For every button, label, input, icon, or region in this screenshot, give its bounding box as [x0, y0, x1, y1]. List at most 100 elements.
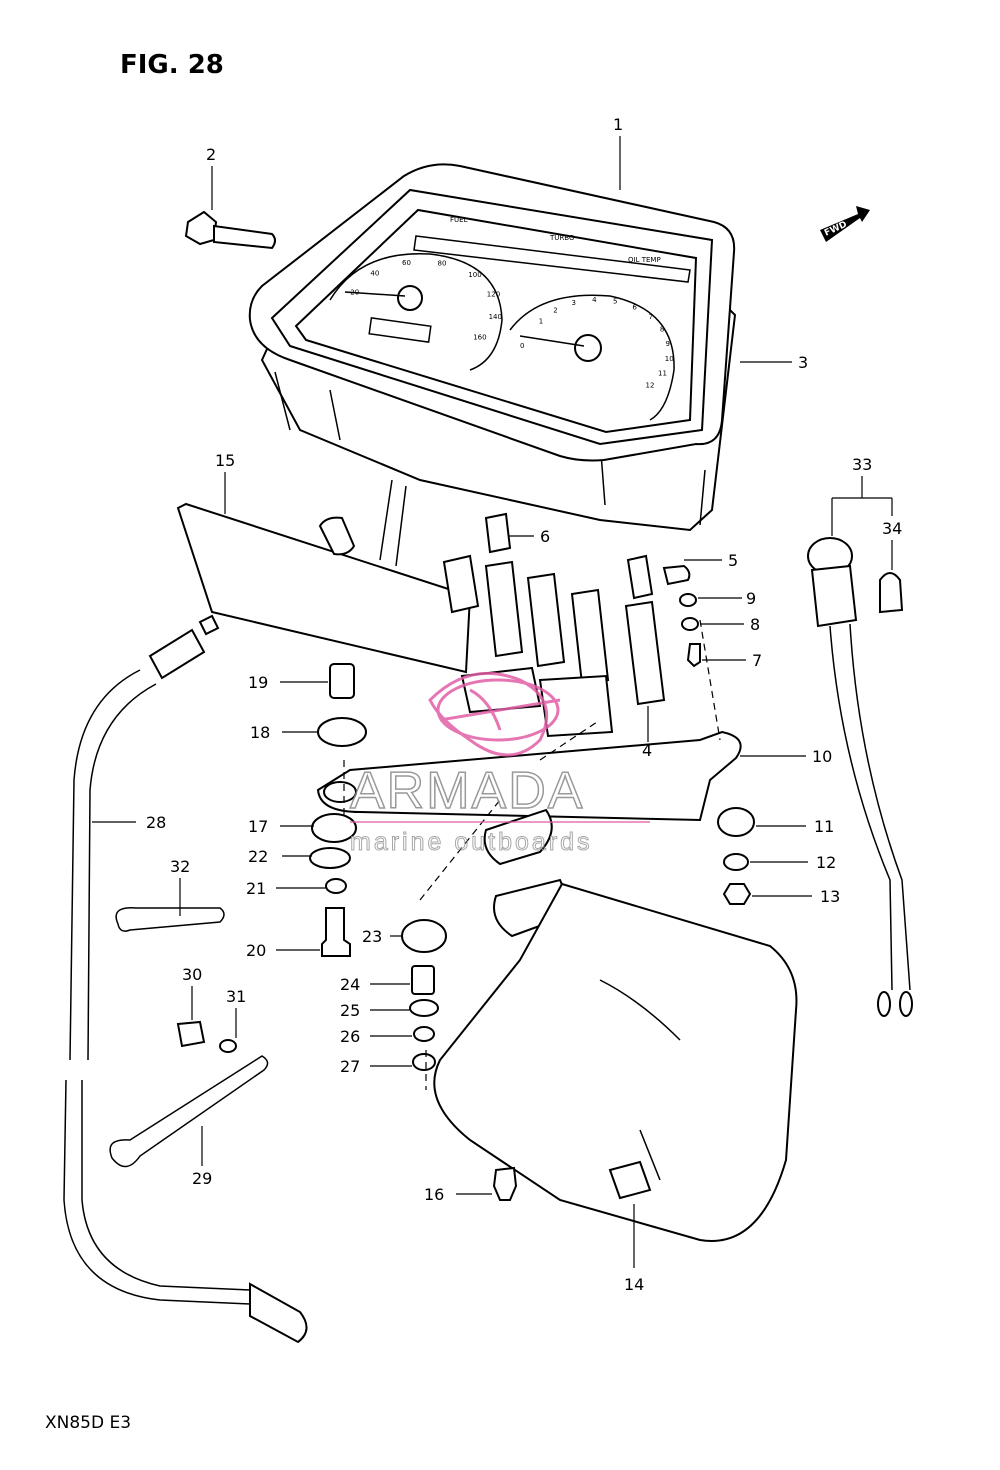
callout-10: 10 — [812, 747, 832, 766]
lock-washer-part — [681, 617, 699, 631]
spring-washer-center-part — [413, 1026, 435, 1042]
callout-26: 26 — [340, 1027, 360, 1046]
meter-assembly-part: FUEL TURBO OIL TEMP — [248, 163, 737, 532]
meter-lower-cover-part — [433, 882, 798, 1242]
tachometer-number: 4 — [592, 296, 597, 304]
collar-part — [329, 663, 355, 699]
turbo-gauge-label: TURBO — [549, 234, 575, 242]
callout-32: 32 — [170, 857, 190, 876]
forward-arrow-icon: FWD — [820, 206, 870, 242]
watermark-tagline: marine outboards — [350, 828, 593, 856]
model-code: XN85D E3 — [45, 1413, 131, 1433]
oil-temp-label: OIL TEMP — [628, 256, 661, 264]
cover-screw-part — [492, 1166, 518, 1201]
callout-22: 22 — [248, 847, 268, 866]
tachometer-number: 12 — [646, 381, 655, 389]
callout-29: 29 — [192, 1169, 212, 1188]
callout-16: 16 — [424, 1185, 444, 1204]
tachometer-number: 6 — [632, 303, 637, 311]
washer-part — [679, 593, 697, 607]
speedometer-number: 100 — [468, 271, 481, 279]
callout-13: 13 — [820, 887, 840, 906]
callout-1: 1 — [613, 115, 623, 134]
callout-33: 33 — [852, 455, 872, 474]
bolt-part — [321, 907, 351, 957]
cushion-right-part — [717, 807, 755, 837]
cushion-center-part — [401, 919, 447, 953]
speedometer-number: 140 — [489, 313, 502, 321]
figure-title: FIG. 28 — [120, 50, 224, 80]
callout-21: 21 — [246, 879, 266, 898]
callout-19: 19 — [248, 673, 268, 692]
lamp-washer-part — [219, 1039, 237, 1053]
bulb-socket-cluster — [318, 479, 666, 738]
tachometer-number: 7 — [649, 313, 653, 321]
speedometer-number: 20 — [350, 288, 359, 296]
speedometer-cable-part — [63, 614, 308, 1344]
callout-3: 3 — [798, 353, 808, 372]
callout-17: 17 — [248, 817, 268, 836]
speedometer-number: 60 — [402, 259, 411, 267]
callout-7: 7 — [752, 651, 762, 670]
callout-27: 27 — [340, 1057, 360, 1076]
nut-part — [722, 883, 752, 905]
callout-18: 18 — [250, 723, 270, 742]
tachometer-number: 10 — [665, 355, 674, 363]
callout-24: 24 — [340, 975, 360, 994]
watermark: ARMADA marine outboards — [349, 671, 650, 857]
tachometer-number: 3 — [572, 299, 576, 307]
cushion-lower-part — [311, 813, 357, 843]
callout-8: 8 — [750, 615, 760, 634]
callout-25: 25 — [340, 1001, 360, 1020]
panel-plate-part — [176, 502, 472, 674]
washer-right-part — [723, 853, 749, 871]
fuel-gauge-label: FUEL — [450, 216, 468, 224]
callout-6: 6 — [540, 527, 550, 546]
callout-23: 23 — [362, 927, 382, 946]
tachometer-zero-number: 0 — [520, 342, 524, 350]
callout-5: 5 — [728, 551, 738, 570]
callout-30: 30 — [182, 965, 202, 984]
cushion-part — [317, 717, 367, 747]
collar-center-part — [411, 965, 435, 995]
washer-left-part — [309, 847, 351, 869]
speedometer-dial — [329, 252, 503, 371]
speedometer-number: 40 — [370, 270, 379, 278]
callout-15: 15 — [215, 451, 235, 470]
callout-20: 20 — [246, 941, 266, 960]
callout-11: 11 — [814, 817, 834, 836]
speedometer-number: 120 — [487, 290, 500, 298]
callout-34: 34 — [882, 519, 902, 538]
callout-2: 2 — [206, 145, 216, 164]
nut-center-part — [412, 1053, 436, 1071]
watermark-logo-icon — [428, 671, 561, 757]
meter-bracket-part — [316, 730, 742, 822]
wire-clamp-part — [109, 1055, 269, 1168]
indicator-lamp-part — [807, 537, 913, 1017]
tachometer-dial — [509, 294, 675, 421]
callout-4: 4 — [642, 741, 652, 760]
callout-28: 28 — [146, 813, 166, 832]
washer-center-part — [409, 999, 439, 1017]
tachometer-number: 9 — [666, 340, 670, 348]
tachometer-number: 11 — [658, 369, 667, 377]
speedometer-number: 160 — [473, 334, 486, 342]
spring-washer-part — [325, 878, 347, 894]
watermark-brand: ARMADA — [350, 762, 584, 820]
screw-part — [686, 643, 701, 668]
callout-12: 12 — [816, 853, 836, 872]
tachometer-number: 8 — [660, 326, 664, 334]
lamp-screw-part — [176, 1020, 206, 1048]
callout-14: 14 — [624, 1275, 644, 1294]
lamp-bulb-part — [879, 572, 904, 614]
tachometer-number: 2 — [553, 307, 557, 315]
forward-label: FWD — [823, 220, 849, 239]
bulb-holder-part — [662, 564, 691, 586]
reset-knob-part — [184, 210, 276, 250]
tachometer-number: 1 — [539, 317, 543, 325]
clamp-spring-part — [115, 907, 225, 932]
callout-31: 31 — [226, 987, 246, 1006]
speedometer-number: 80 — [438, 260, 447, 268]
